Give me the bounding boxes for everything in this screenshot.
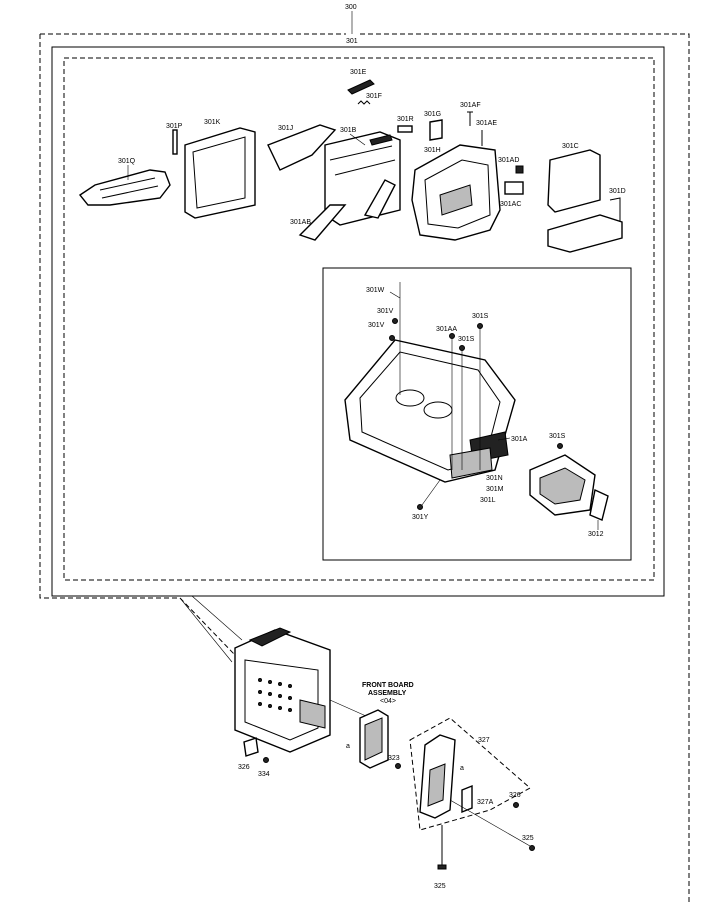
assembly-301-frame — [51, 46, 665, 597]
label-301S-2: 301S — [472, 313, 489, 320]
screw-325-a — [529, 845, 535, 851]
label-301G: 301G — [424, 111, 441, 118]
label-301S-3: 301S — [549, 433, 566, 440]
assembly-301-inner-dashed — [63, 57, 655, 581]
label-326-a: 326 — [238, 764, 250, 771]
screw-301V-2 — [389, 335, 395, 341]
camera-vent-dots — [258, 678, 292, 712]
lead-301W — [389, 291, 401, 299]
label-301Y: 301Y — [412, 514, 429, 521]
label-301A: 301A — [511, 436, 528, 443]
screw-301S-1 — [459, 345, 465, 351]
label-marker-a-1: a — [346, 743, 350, 750]
label-front-board-line1: FRONT BOARD — [362, 682, 414, 689]
label-325-b: 325 — [434, 883, 446, 890]
label-301R: 301R — [397, 116, 414, 123]
label-301AA: 301AA — [436, 326, 457, 333]
label-300: 300 — [345, 4, 357, 11]
label-301AE: 301AE — [476, 120, 497, 127]
label-301J: 301J — [278, 125, 293, 132]
label-301: 301 — [346, 38, 358, 45]
label-301C: 301C — [562, 143, 579, 150]
label-301AC: 301AC — [500, 201, 521, 208]
label-301AF: 301AF — [460, 102, 481, 109]
screw-334 — [263, 757, 269, 763]
part-301F-spring — [357, 100, 371, 105]
label-334: 334 — [258, 771, 270, 778]
part-301AB-flex-cable — [298, 179, 396, 241]
label-301B: 301B — [340, 127, 357, 134]
label-301L: 301L — [480, 497, 496, 504]
camera-body-assembly — [234, 627, 331, 753]
part-301D-bottom-frame — [547, 197, 623, 253]
screw-326-b — [513, 802, 519, 808]
screw-325-b — [437, 825, 447, 870]
part-301E-bracket — [347, 79, 375, 95]
label-301V-1: 301V — [377, 308, 394, 315]
label-323: 323 — [388, 755, 400, 762]
part-327A-bracket — [461, 784, 473, 814]
part-301AD-clip — [515, 165, 524, 174]
label-327: 327 — [478, 737, 490, 744]
lead-301-to-camera-2 — [191, 595, 243, 641]
label-301W: 301W — [366, 287, 385, 294]
screw-301Y — [417, 504, 423, 510]
label-301V-2: 301V — [368, 322, 385, 329]
label-301F: 301F — [366, 93, 382, 100]
assembly-300-right — [360, 33, 690, 905]
label-301H: 301H — [424, 147, 441, 154]
part-301A-cassette-housing — [344, 339, 516, 483]
assembly-300-boundary — [39, 34, 236, 656]
screw-301S-2 — [477, 323, 483, 329]
lead-301B — [349, 133, 366, 146]
label-327A: 327A — [477, 799, 494, 806]
label-301K: 301K — [204, 119, 221, 126]
label-front-board-line2: ASSEMBLY — [368, 690, 407, 697]
label-301Q: 301Q — [118, 158, 136, 165]
label-301AB: 301AB — [290, 219, 311, 226]
screw-301S-3 — [557, 443, 563, 449]
lead-301A — [497, 437, 511, 441]
label-marker-a-2: a — [460, 765, 464, 772]
part-cassette-door — [529, 454, 609, 521]
part-326-tab — [243, 737, 259, 757]
part-327-side-cover — [419, 734, 456, 819]
label-301S-1: 301S — [458, 336, 475, 343]
label-3012: 3012 — [588, 531, 604, 538]
label-325-a: 325 — [522, 835, 534, 842]
label-301AD: 301AD — [498, 157, 519, 164]
part-301K-cover-frame — [184, 127, 256, 219]
lead-325-a — [449, 799, 531, 847]
screw-301AA — [449, 333, 455, 339]
lead-301-to-camera — [179, 597, 233, 663]
label-front-board-line3: <04> — [380, 698, 396, 705]
screw-301V-1 — [392, 318, 398, 324]
mechanism-inset-frame — [322, 267, 632, 561]
label-301E: 301E — [350, 69, 367, 76]
part-301Q-grip — [78, 169, 171, 206]
part-301G-bracket — [429, 119, 443, 141]
label-301P: 301P — [166, 123, 183, 130]
part-301R-connector — [397, 125, 413, 133]
label-301N: 301N — [486, 475, 503, 482]
part-301H-main-frame — [411, 144, 501, 241]
part-301C-frame — [547, 149, 601, 213]
part-301AF-screw — [467, 111, 473, 126]
label-301D: 301D — [609, 188, 626, 195]
part-301P-pin — [172, 129, 178, 155]
label-301M: 301M — [486, 486, 504, 493]
screw-323 — [395, 763, 401, 769]
part-301AC-plate — [504, 181, 524, 195]
label-326-b: 326 — [509, 792, 521, 799]
part-front-board — [359, 709, 389, 769]
part-301J-curved-cover — [267, 124, 337, 171]
lead-301Y — [421, 479, 441, 506]
